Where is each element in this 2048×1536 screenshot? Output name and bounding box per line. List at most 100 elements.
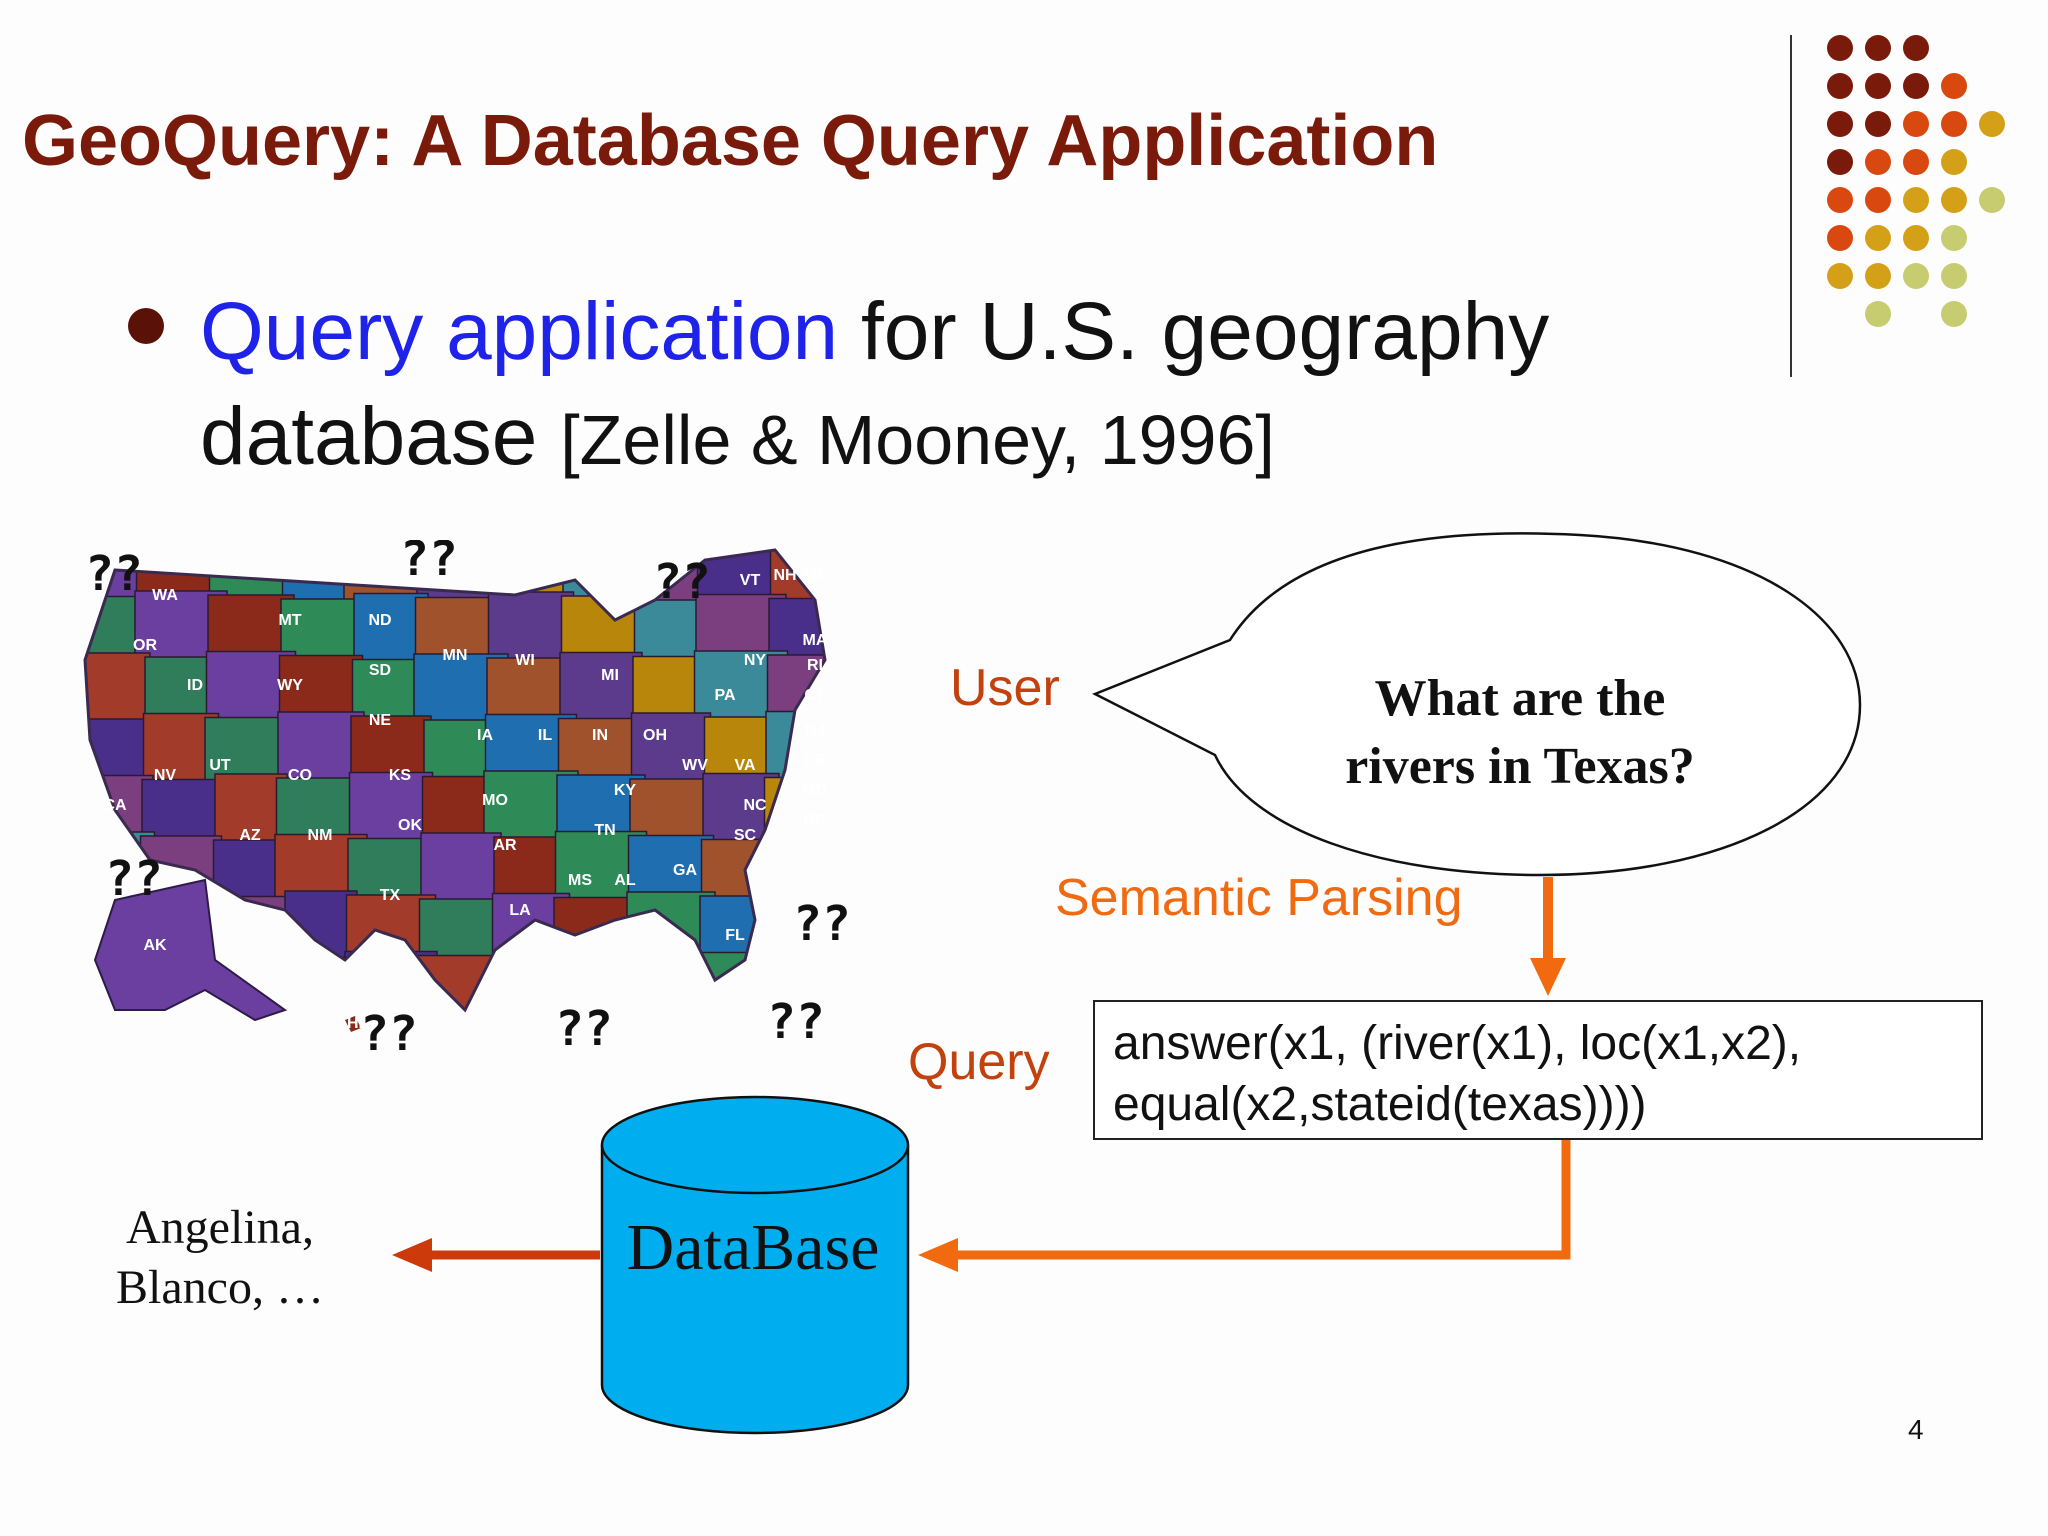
state-label: SC bbox=[734, 827, 757, 844]
state-label: IA bbox=[477, 727, 493, 744]
citation: [Zelle & Mooney, 1996] bbox=[560, 401, 1275, 479]
answer-text: Angelina, Blanco, … bbox=[90, 1198, 350, 1318]
bullet-line-1: Query application for U.S. geography bbox=[200, 285, 1549, 379]
state-label: NJ bbox=[805, 722, 825, 739]
state-label: OH bbox=[643, 727, 667, 744]
decorative-dot bbox=[1865, 225, 1891, 251]
state-label: WI bbox=[515, 652, 535, 669]
state-label: WV bbox=[682, 757, 708, 774]
state-label: TX bbox=[380, 887, 401, 904]
state-label: NV bbox=[154, 767, 177, 784]
database-cylinder bbox=[600, 1095, 910, 1435]
answer-line-2: Blanco, … bbox=[116, 1261, 324, 1314]
decorative-dot bbox=[1865, 73, 1891, 99]
question-line-2: rivers in Texas? bbox=[1345, 738, 1695, 795]
decorative-dot bbox=[1979, 111, 2005, 137]
state-label: KS bbox=[389, 767, 412, 784]
state-label: MA bbox=[803, 632, 828, 649]
unknown-mark: ?? bbox=[555, 1001, 613, 1057]
state-label: MO bbox=[482, 792, 508, 809]
decorative-dot bbox=[1865, 111, 1891, 137]
state-label: AZ bbox=[239, 827, 261, 844]
result-arrow-head bbox=[392, 1238, 432, 1272]
bullet-text: for U.S. geography bbox=[838, 286, 1550, 377]
state-label: ID bbox=[187, 677, 203, 694]
page-number: 4 bbox=[1908, 1414, 1924, 1445]
state-label: CO bbox=[288, 767, 312, 784]
state-label: ME bbox=[803, 567, 827, 584]
title-divider bbox=[1790, 35, 1792, 377]
decorative-dot bbox=[1827, 187, 1853, 213]
unknown-mark: ?? bbox=[360, 1006, 418, 1062]
decorative-dot bbox=[1941, 263, 1967, 289]
state-label: WA bbox=[152, 587, 178, 604]
unknown-mark: ?? bbox=[767, 994, 825, 1050]
state-label: NC bbox=[743, 797, 767, 814]
query-to-db-arrowhead bbox=[918, 1238, 958, 1272]
query-text-line-1: answer(x1, (river(x1), loc(x1,x2), bbox=[1113, 1017, 1802, 1070]
decorative-dot bbox=[1941, 187, 1967, 213]
query-label: Query bbox=[908, 1033, 1050, 1091]
state-label: MD bbox=[803, 782, 828, 799]
state-label: FL bbox=[725, 927, 745, 944]
decorative-dot bbox=[1865, 263, 1891, 289]
decorative-dot bbox=[1903, 187, 1929, 213]
question-line-1: What are the bbox=[1374, 670, 1666, 727]
bullet-line-2: database [Zelle & Mooney, 1996] bbox=[200, 390, 1275, 484]
state-label: VT bbox=[740, 572, 761, 589]
state-label: AL bbox=[614, 872, 636, 889]
unknown-mark: ?? bbox=[105, 851, 163, 907]
database-label: DataBase bbox=[626, 1211, 880, 1284]
state-label: AK bbox=[143, 937, 167, 954]
unknown-mark: ?? bbox=[400, 540, 458, 587]
bullet-text-2: database bbox=[200, 391, 561, 482]
decorative-dot bbox=[1941, 149, 1967, 175]
decorative-dot bbox=[1827, 225, 1853, 251]
unknown-mark: ?? bbox=[85, 546, 143, 602]
state-label: PA bbox=[714, 687, 735, 704]
speech-bubble bbox=[1091, 532, 1862, 877]
decorative-dot bbox=[1827, 35, 1853, 61]
state-label: RI bbox=[807, 657, 823, 674]
state-label: WY bbox=[277, 677, 303, 694]
decorative-dot bbox=[1903, 149, 1929, 175]
state-label: CT bbox=[804, 687, 826, 704]
hawaii-shape bbox=[345, 1016, 361, 1032]
decorative-dot bbox=[1865, 187, 1891, 213]
decorative-dot bbox=[1865, 149, 1891, 175]
state-label: IL bbox=[538, 727, 552, 744]
state-label: DC bbox=[803, 812, 827, 829]
state-label: OK bbox=[398, 817, 422, 834]
query-box bbox=[1093, 1000, 1983, 1140]
state-label: AR bbox=[493, 837, 517, 854]
state-label: ND bbox=[368, 612, 391, 629]
state-label: NY bbox=[744, 652, 767, 669]
state-label: HI bbox=[347, 1015, 363, 1032]
state-label: NM bbox=[308, 827, 333, 844]
state-label: GA bbox=[673, 862, 697, 879]
decorative-dot bbox=[1865, 301, 1891, 327]
answer-line-1: Angelina, bbox=[126, 1201, 314, 1254]
decorative-dots bbox=[1827, 35, 2005, 327]
state-label: SD bbox=[369, 662, 391, 679]
decorative-dot bbox=[1941, 111, 1967, 137]
slide-title: GeoQuery: A Database Query Application bbox=[22, 101, 1439, 181]
state-label: DE bbox=[804, 752, 827, 769]
state-label: CA bbox=[103, 797, 127, 814]
bullet-highlight: Query application bbox=[200, 286, 839, 377]
bullet-dot bbox=[128, 308, 164, 344]
state-label: VA bbox=[734, 757, 755, 774]
decorative-dot bbox=[1865, 35, 1891, 61]
decorative-dot bbox=[1827, 149, 1853, 175]
decorative-dot bbox=[1979, 187, 2005, 213]
state-label: MT bbox=[278, 612, 301, 629]
decorative-dot bbox=[1903, 263, 1929, 289]
state-label: LA bbox=[509, 902, 531, 919]
state-label: MS bbox=[568, 872, 592, 889]
semantic-arrow-head bbox=[1530, 958, 1566, 996]
decorative-dot bbox=[1903, 35, 1929, 61]
state-label: KY bbox=[614, 782, 637, 799]
user-label: User bbox=[950, 659, 1060, 717]
